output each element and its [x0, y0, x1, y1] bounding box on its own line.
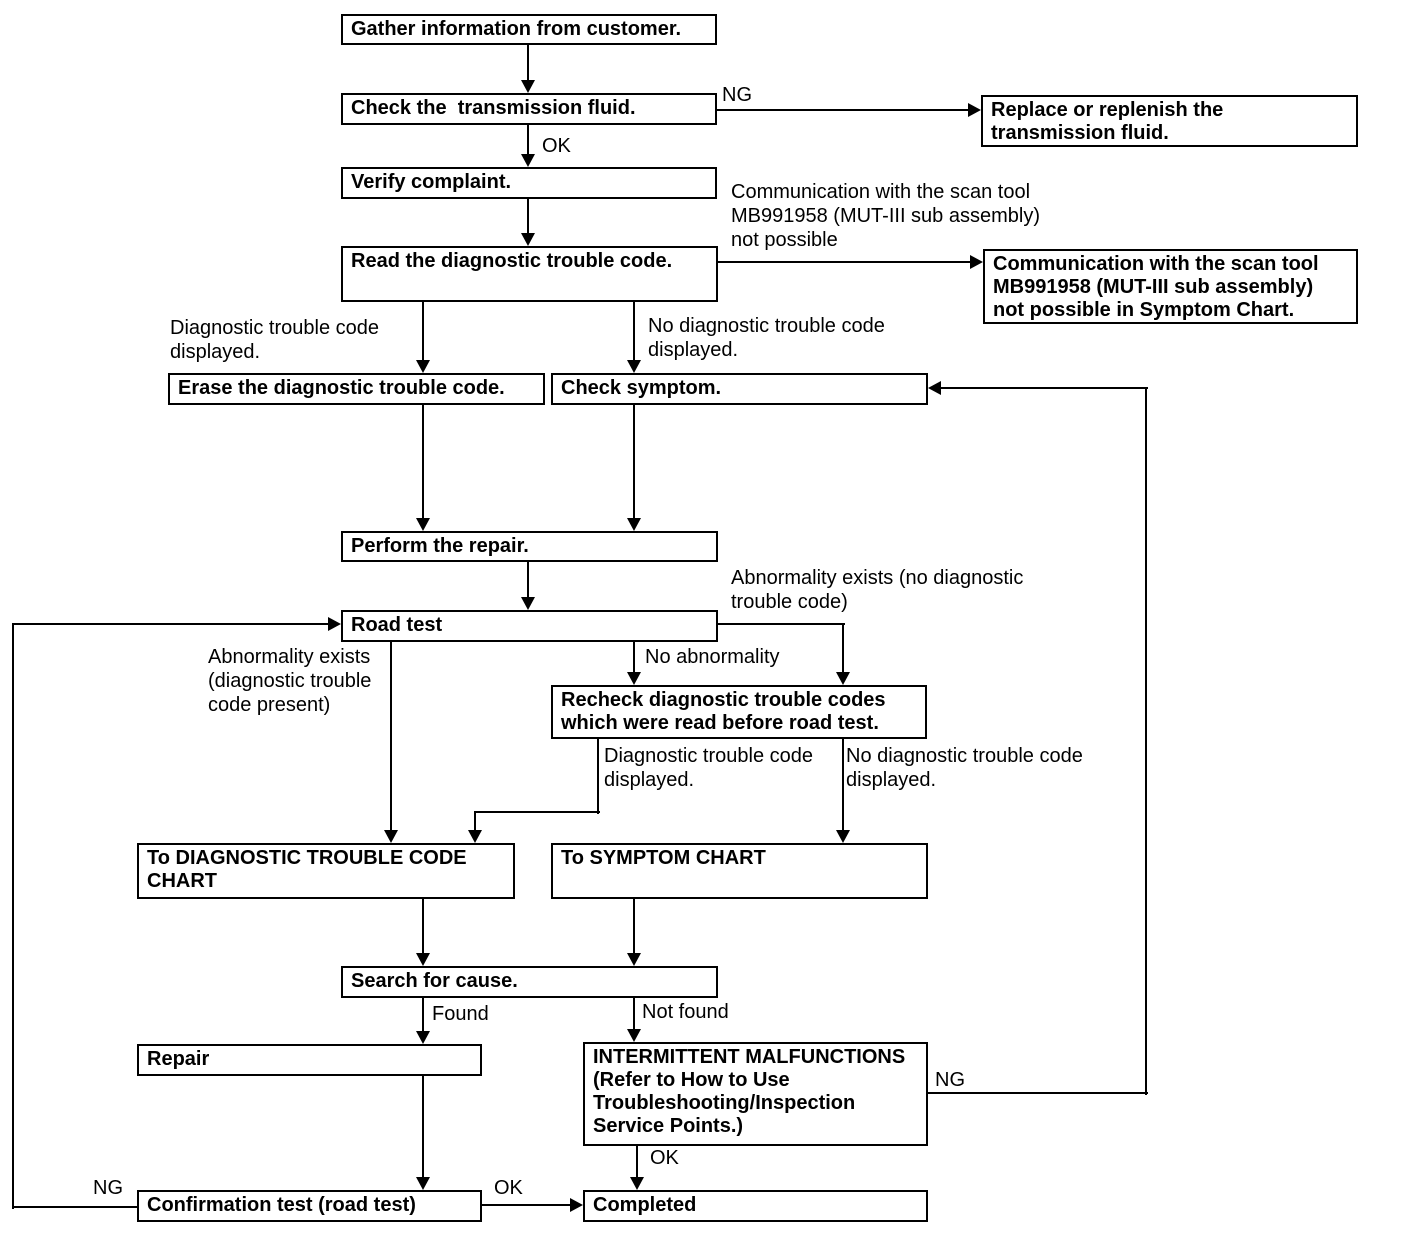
- flow-node-road-test: Road test: [341, 610, 718, 642]
- edge-label-found: Found: [432, 1003, 489, 1025]
- flow-node-read-dtc: Read the diagnostic trouble code.: [341, 246, 718, 302]
- arrowhead-down: [836, 672, 850, 685]
- connector-segment: [633, 301, 635, 362]
- connector-segment: [422, 997, 424, 1033]
- flow-node-repair: Repair: [137, 1044, 482, 1076]
- arrowhead-down: [521, 80, 535, 93]
- flow-node-to-dtc-chart: To DIAGNOSTIC TROUBLE CODE CHART: [137, 843, 515, 899]
- arrowhead-down: [384, 830, 398, 843]
- edge-label-ng-confirmation: NG: [93, 1177, 123, 1199]
- arrowhead-right: [328, 617, 341, 631]
- arrowhead-down: [627, 953, 641, 966]
- flow-node-check-fluid: Check the transmission fluid.: [341, 93, 717, 125]
- arrowhead-right: [570, 1198, 583, 1212]
- connector-segment: [717, 623, 845, 625]
- connector-segment: [12, 1206, 138, 1208]
- edge-label-not-found: Not found: [642, 1001, 729, 1023]
- flow-node-to-symptom-chart: To SYMPTOM CHART: [551, 843, 928, 899]
- flow-node-recheck-dtc: Recheck diagnostic trouble codes which w…: [551, 685, 927, 739]
- connector-segment: [422, 404, 424, 520]
- edge-label-dtc-displayed-2: Diagnostic trouble code displayed.: [604, 745, 814, 791]
- arrowhead-down: [627, 518, 641, 531]
- edge-label-abnormality-dtc: Abnormality exists (diagnostic trouble c…: [208, 646, 372, 716]
- connector-segment: [422, 301, 424, 362]
- edge-label-ng-fluid: NG: [722, 84, 752, 106]
- connector-segment: [597, 738, 599, 814]
- connector-segment: [527, 124, 529, 156]
- connector-segment: [527, 198, 529, 235]
- flow-node-search-for-cause: Search for cause.: [341, 966, 718, 998]
- flow-node-gather-information: Gather information from customer.: [341, 14, 717, 45]
- flow-node-verify-complaint: Verify complaint.: [341, 167, 717, 199]
- arrowhead-down: [630, 1177, 644, 1190]
- edge-label-dtc-displayed: Diagnostic trouble code displayed.: [170, 317, 380, 363]
- arrowhead-down: [521, 233, 535, 246]
- arrowhead-down: [416, 1177, 430, 1190]
- flow-node-completed: Completed: [583, 1190, 928, 1222]
- connector-segment: [927, 1092, 1148, 1094]
- connector-segment: [474, 811, 600, 813]
- edge-label-comm-note: Communication with the scan tool MB99195…: [731, 181, 1040, 251]
- connector-segment: [716, 109, 970, 111]
- arrowhead-down: [627, 1029, 641, 1042]
- connector-segment: [527, 44, 529, 82]
- edge-label-no-dtc-displayed-2: No diagnostic trouble code displayed.: [846, 745, 1083, 791]
- arrowhead-down: [468, 830, 482, 843]
- connector-segment: [422, 898, 424, 955]
- edge-label-ok-intermittent: OK: [650, 1147, 679, 1169]
- arrowhead-down: [416, 360, 430, 373]
- edge-label-abnormality-no-dtc: Abnormality exists (no diagnostic troubl…: [731, 567, 1024, 613]
- connector-segment: [842, 623, 844, 674]
- connector-segment: [717, 261, 972, 263]
- connector-segment: [1145, 387, 1147, 1095]
- connector-segment: [940, 387, 1148, 389]
- flow-node-check-symptom: Check symptom.: [551, 373, 928, 405]
- arrowhead-right: [970, 255, 983, 269]
- arrowhead-down: [627, 360, 641, 373]
- flow-node-erase-dtc: Erase the diagnostic trouble code.: [168, 373, 545, 405]
- edge-label-ng-intermittent: NG: [935, 1069, 965, 1091]
- connector-segment: [842, 738, 844, 832]
- connector-segment: [12, 623, 14, 1209]
- flow-node-perform-repair: Perform the repair.: [341, 531, 718, 562]
- arrowhead-left: [928, 381, 941, 395]
- arrowhead-down: [416, 953, 430, 966]
- connector-segment: [422, 1075, 424, 1179]
- arrowhead-down: [627, 672, 641, 685]
- arrowhead-down: [416, 1031, 430, 1044]
- flow-node-intermittent: INTERMITTENT MALFUNCTIONS (Refer to How …: [583, 1042, 928, 1146]
- flow-node-replace-fluid: Replace or replenish the transmission fl…: [981, 95, 1358, 147]
- flow-node-confirmation-test: Confirmation test (road test): [137, 1190, 482, 1222]
- edge-label-ok-fluid: OK: [542, 135, 571, 157]
- connector-segment: [474, 811, 476, 832]
- connector-segment: [636, 1145, 638, 1179]
- connector-segment: [12, 623, 331, 625]
- connector-segment: [527, 561, 529, 599]
- arrowhead-right: [968, 103, 981, 117]
- connector-segment: [633, 898, 635, 955]
- connector-segment: [633, 641, 635, 674]
- connector-segment: [633, 404, 635, 520]
- edge-label-no-dtc-displayed: No diagnostic trouble code displayed.: [648, 315, 885, 361]
- edge-label-no-abnormality: No abnormality: [645, 646, 780, 668]
- arrowhead-down: [416, 518, 430, 531]
- connector-segment: [481, 1204, 573, 1206]
- flow-node-comm-not-possible: Communication with the scan tool MB99195…: [983, 249, 1358, 324]
- edge-label-ok-confirmation: OK: [494, 1177, 523, 1199]
- connector-segment: [390, 641, 392, 832]
- arrowhead-down: [521, 597, 535, 610]
- arrowhead-down: [521, 154, 535, 167]
- arrowhead-down: [836, 830, 850, 843]
- connector-segment: [633, 997, 635, 1031]
